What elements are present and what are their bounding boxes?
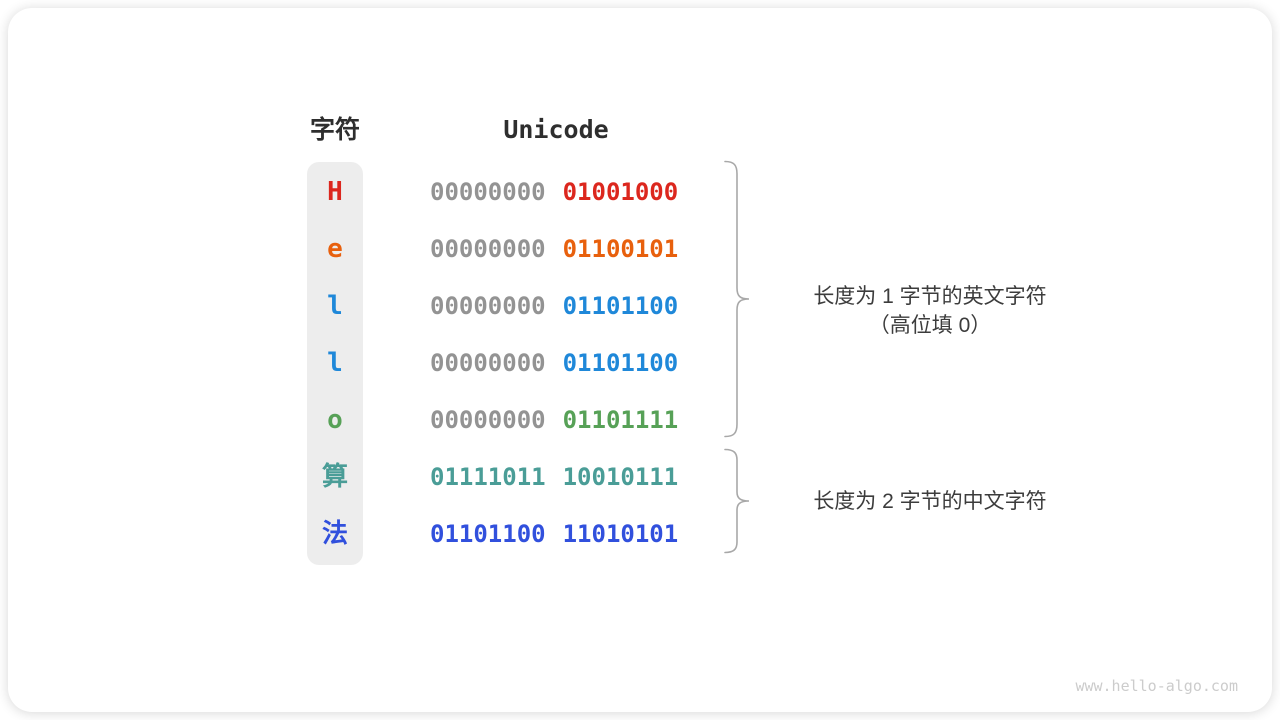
char-label: H	[327, 177, 343, 207]
unicode-binary: 01101100 11010101	[430, 514, 678, 554]
byte-high: 01101100	[430, 520, 546, 548]
char-label: l	[327, 291, 343, 321]
table-row: e 00000000 01100101	[0, 229, 760, 269]
char-label: e	[327, 234, 343, 264]
byte-high: 00000000	[430, 406, 546, 434]
byte-low: 01101100	[562, 292, 679, 320]
figure-card	[8, 8, 1272, 712]
annotation-line: 长度为 1 字节的英文字符	[813, 285, 1047, 308]
annotation-chinese-chars: 长度为 2 字节的中文字符	[775, 487, 1085, 516]
char-column-background	[307, 162, 363, 565]
unicode-binary: 00000000 01100101	[430, 229, 678, 269]
byte-low: 01101100	[562, 349, 679, 377]
char-label: 算	[321, 462, 348, 492]
char-label: l	[327, 348, 343, 378]
byte-high: 00000000	[430, 292, 546, 320]
byte-low: 11010101	[562, 520, 679, 548]
annotation-line: （高位填 0）	[868, 314, 992, 337]
unicode-binary: 01111011 10010111	[430, 457, 678, 497]
table-row: 法 01101100 11010101	[0, 514, 760, 554]
unicode-binary: 00000000 01101111	[430, 400, 678, 440]
table-row: H 00000000 01001000	[0, 172, 760, 212]
char-label: 法	[321, 519, 348, 549]
char-label: o	[327, 405, 343, 435]
annotation-line: 长度为 2 字节的中文字符	[813, 490, 1047, 513]
byte-high: 00000000	[430, 235, 546, 263]
byte-high: 00000000	[430, 349, 546, 377]
table-row: 算 01111011 10010111	[0, 457, 760, 497]
table-row: l 00000000 01101100	[0, 343, 760, 383]
watermark: www.hello-algo.com	[1075, 677, 1238, 695]
brace-chinese-group	[722, 448, 752, 554]
table-row: o 00000000 01101111	[0, 400, 760, 440]
byte-low: 10010111	[562, 463, 679, 491]
byte-high: 00000000	[430, 178, 546, 206]
byte-low: 01101111	[562, 406, 679, 434]
table-row: l 00000000 01101100	[0, 286, 760, 326]
unicode-binary: 00000000 01001000	[430, 172, 678, 212]
byte-low: 01001000	[562, 178, 679, 206]
char-column-header: 字符	[309, 116, 360, 144]
byte-high: 01111011	[430, 463, 546, 491]
unicode-binary: 00000000 01101100	[430, 286, 678, 326]
annotation-english-chars: 长度为 1 字节的英文字符 （高位填 0）	[775, 282, 1085, 340]
byte-low: 01100101	[562, 235, 679, 263]
unicode-binary: 00000000 01101100	[430, 343, 678, 383]
brace-english-group	[722, 160, 752, 438]
unicode-column-header: Unicode	[503, 115, 609, 144]
